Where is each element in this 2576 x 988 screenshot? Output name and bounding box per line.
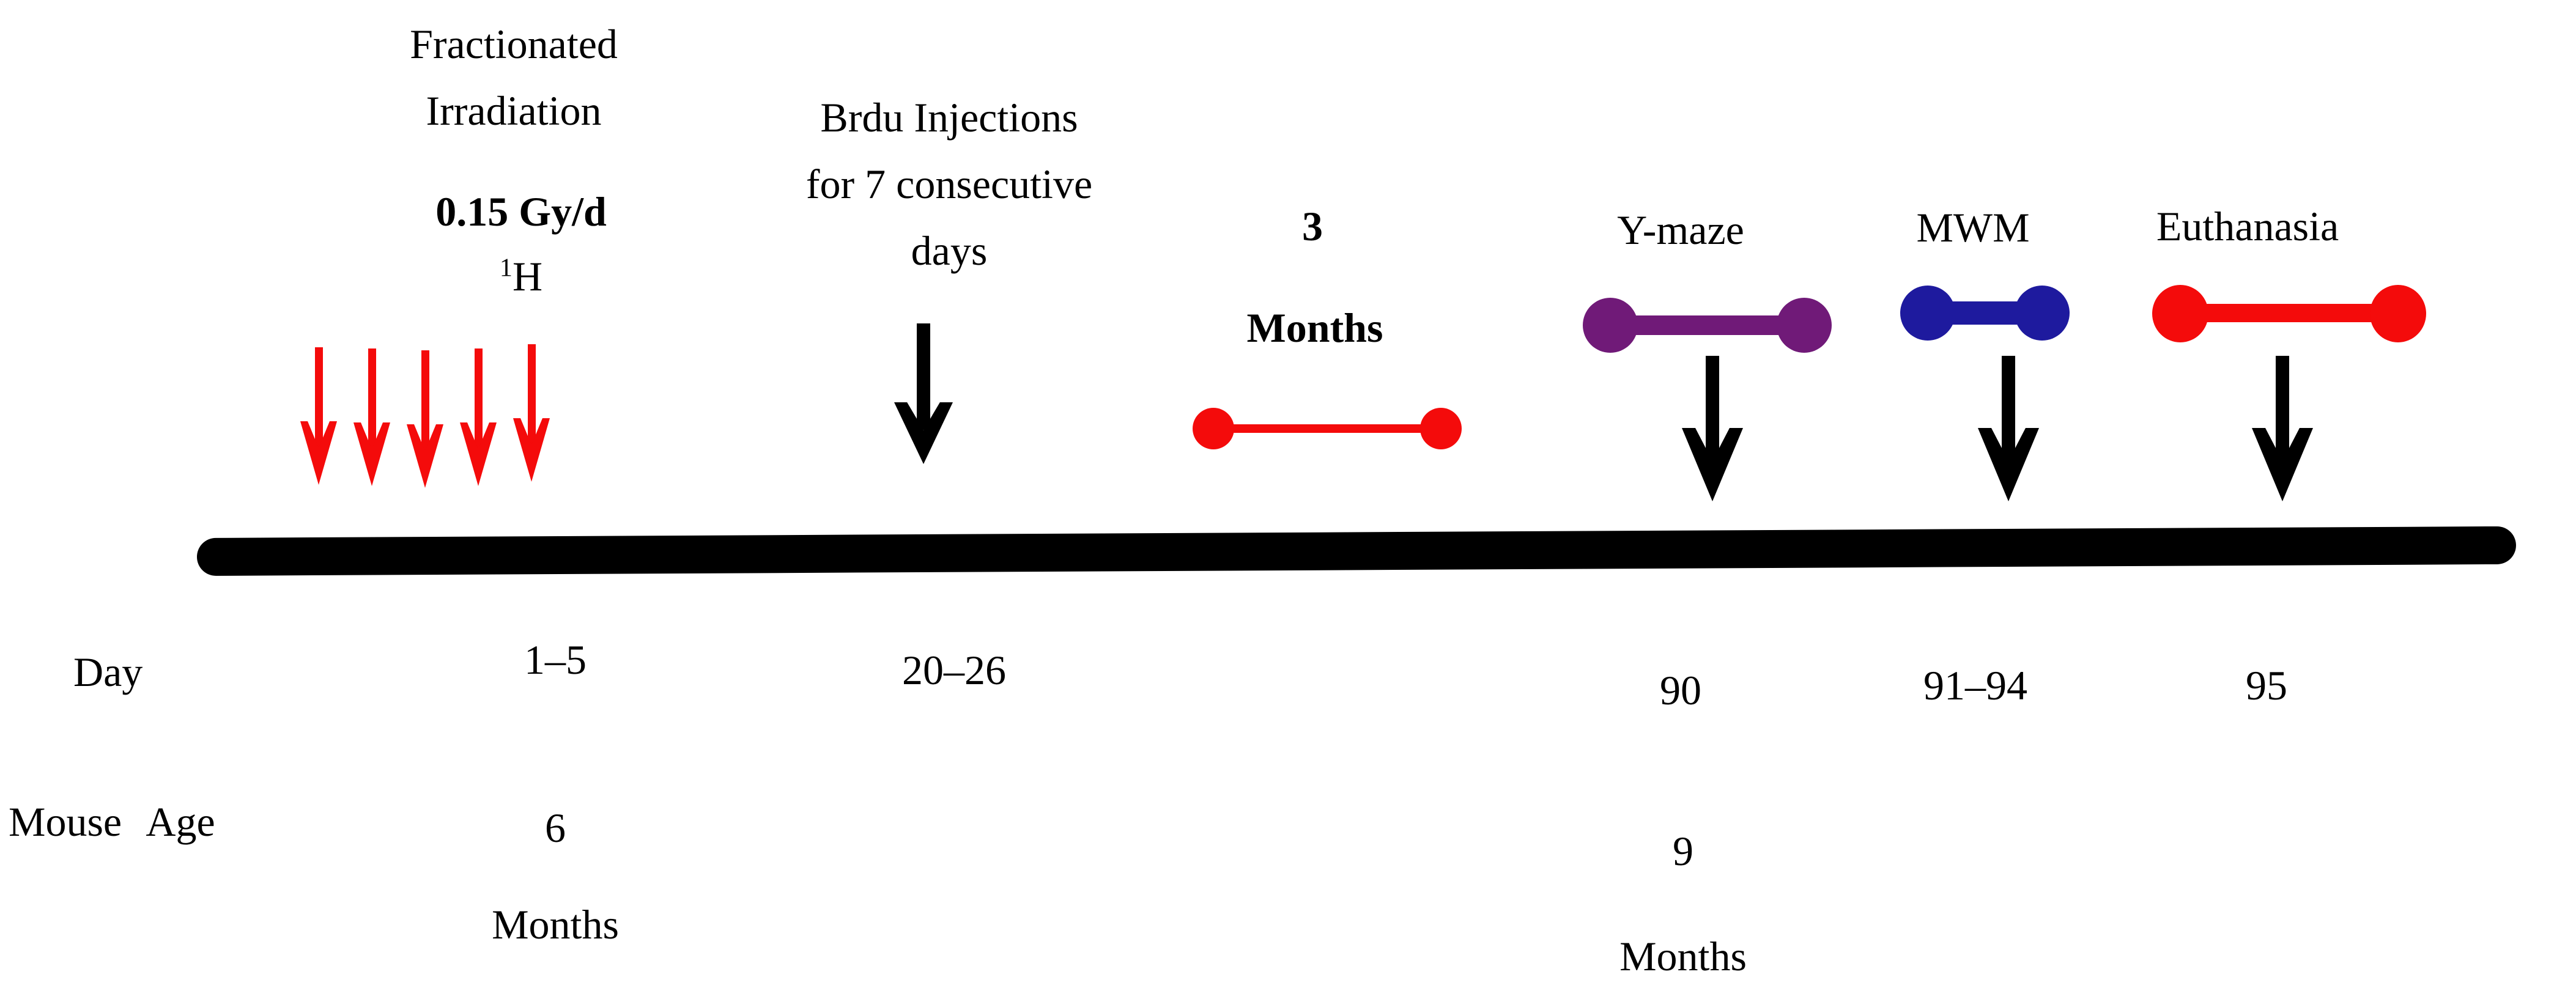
connector-line	[1213, 424, 1441, 433]
interval-unit: Months	[1246, 304, 1383, 351]
arrow-shaft	[421, 350, 429, 451]
day-value-brdu: 20–26	[902, 647, 1006, 693]
arrow-shaft	[2002, 356, 2015, 461]
red-down-arrow-icon	[407, 350, 443, 488]
red-down-arrow-icon	[353, 348, 390, 486]
age-6-value: 6	[545, 805, 566, 851]
red-down-arrow-icon	[300, 347, 337, 485]
irradiation-title-line2: Irradiation	[426, 87, 602, 134]
brdu-title-line3: days	[911, 227, 988, 274]
dumbbell-bar	[2180, 304, 2398, 322]
dumbbell-dot	[2015, 286, 2070, 341]
black-down-arrow-icon	[894, 323, 953, 464]
red-down-arrow-icon	[460, 348, 497, 486]
arrow-shaft	[527, 344, 536, 445]
brdu-title-line2: for 7 consecutive	[805, 160, 1093, 207]
arrow-shaft	[2276, 356, 2289, 461]
age-9-value: 9	[1673, 828, 1693, 874]
irradiation-dose: 0.15 Gy/d	[435, 188, 607, 235]
timeline-axis	[196, 526, 2517, 576]
black-down-arrow-icon	[2252, 356, 2313, 501]
brdu-title: Brdu Injections for 7 consecutive days	[806, 84, 1092, 284]
arrow-shaft	[314, 347, 323, 448]
day-value-euthanasia: 95	[2246, 662, 2287, 709]
dumbbell-bar	[1610, 315, 1804, 335]
interval-value: 3	[1302, 203, 1323, 249]
euthanasia-label: Euthanasia	[2156, 203, 2339, 249]
mwm-label: MWM	[1916, 204, 2030, 251]
age-6-unit: Months	[492, 901, 619, 948]
ymaze-label: Y-maze	[1617, 207, 1744, 253]
day-value-mwm: 91–94	[1923, 662, 2027, 709]
brdu-title-line1: Brdu Injections	[820, 94, 1078, 141]
isotope-symbol: H	[512, 253, 543, 300]
arrow-shaft	[1706, 356, 1719, 461]
irradiation-isotope: 1H	[500, 243, 542, 310]
connector-dot	[1420, 408, 1462, 449]
irradiation-title-line1: Fractionated	[410, 21, 618, 67]
black-down-arrow-icon	[1682, 356, 1743, 501]
dumbbell-dot	[2370, 285, 2426, 342]
arrow-shaft	[474, 348, 483, 449]
arrow-shaft	[368, 348, 376, 449]
red-down-arrow-icon	[513, 344, 550, 482]
arrow-shaft	[917, 323, 930, 430]
black-down-arrow-icon	[1978, 356, 2039, 501]
dumbbell-dot	[1777, 298, 1832, 353]
irradiation-title: Fractionated Irradiation	[410, 11, 618, 144]
day-value-irradiation: 1–5	[524, 636, 587, 683]
isotope-superscript: 1	[499, 253, 513, 282]
day-value-ymaze: 90	[1660, 667, 1701, 713]
age-9-unit: Months	[1619, 933, 1747, 979]
mouse-age-row-label: Mouse Age	[9, 798, 215, 845]
day-row-label: Day	[73, 649, 143, 695]
